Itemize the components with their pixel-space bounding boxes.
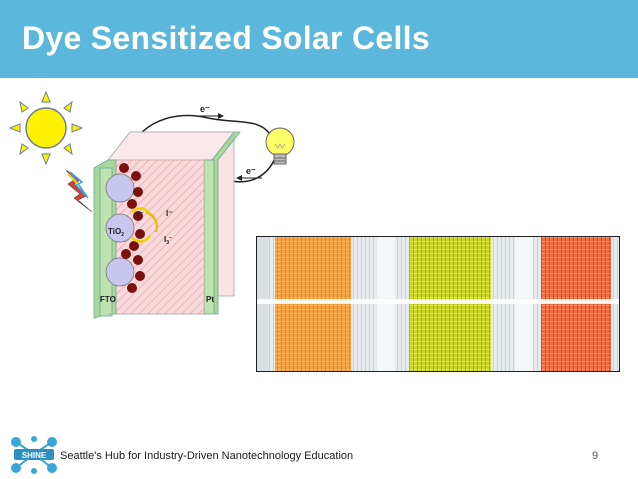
- triiodide-label: I3–: [164, 235, 172, 246]
- svg-text:SHINE: SHINE: [22, 451, 47, 460]
- slide-title: Dye Sensitized Solar Cells: [22, 20, 430, 56]
- electron-injection-label: e⁻: [136, 211, 144, 218]
- dye-molecules: [119, 163, 145, 293]
- fto-label: FTO: [100, 295, 116, 304]
- sun-icon: [8, 90, 84, 166]
- regeneration-arrows: [131, 207, 159, 243]
- light-ray-icon: [65, 169, 93, 213]
- tio2-particles: [105, 173, 135, 287]
- svg-text:e⁻: e⁻: [200, 104, 210, 114]
- svg-text:e⁻: e⁻: [246, 166, 256, 176]
- light-bulb-icon: [265, 127, 295, 165]
- electron-label-top: e⁻: [198, 104, 224, 119]
- electron-label-right: e⁻: [236, 166, 262, 181]
- dssc-diagram: e⁻ e⁻ e⁻: [8, 90, 295, 319]
- footer-text: Seattle's Hub for Industry-Driven Nanote…: [60, 450, 354, 462]
- dye-cells-photo: [256, 236, 620, 372]
- tio2-label: TiO2: [108, 227, 124, 238]
- iodide-label: I⁻: [166, 209, 172, 218]
- shine-logo: SHINE: [11, 436, 57, 474]
- page-number: 9: [592, 450, 599, 462]
- title-bar: Dye Sensitized Solar Cells: [0, 0, 638, 78]
- footer: SHINE Seattle's Hub for Industry-Driven …: [0, 430, 638, 479]
- pt-label: Pt: [206, 295, 214, 304]
